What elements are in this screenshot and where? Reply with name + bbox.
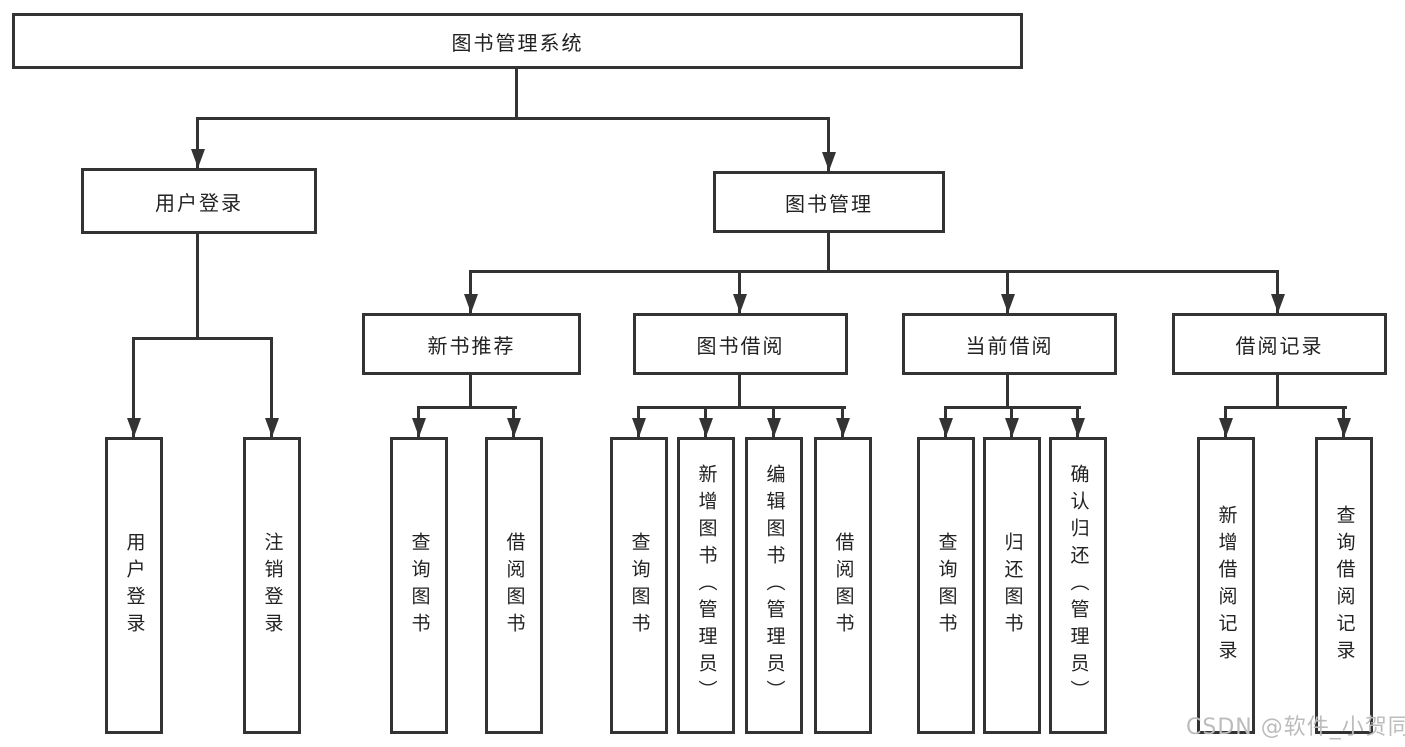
- arrow-down-icon: [827, 117, 830, 171]
- leaf-confirm-return-admin: 确认归还（管理员）: [1049, 437, 1107, 734]
- node-label: 借阅图书: [503, 531, 526, 640]
- node-label: 确认归还（管理员）: [1067, 464, 1090, 707]
- leaf-add-borrow-record: 新增借阅记录: [1197, 437, 1255, 734]
- arrow-down-icon: [1276, 270, 1279, 313]
- node-book-management: 图书管理: [713, 171, 945, 233]
- connector-line: [827, 233, 830, 270]
- leaf-query-books-recommend: 查询图书: [390, 437, 448, 734]
- leaf-logout: 注销登录: [243, 437, 301, 734]
- node-library-system: 图书管理系统: [12, 13, 1023, 69]
- node-label: 注销登录: [261, 531, 284, 640]
- arrow-down-icon: [1224, 406, 1227, 437]
- arrow-down-icon: [196, 117, 199, 168]
- arrow-down-icon: [841, 406, 844, 437]
- arrow-down-icon: [132, 337, 135, 437]
- node-label: 借阅图书: [832, 531, 855, 640]
- node-label: 新书推荐: [427, 333, 516, 358]
- arrow-down-icon: [637, 406, 640, 437]
- connector-line: [469, 270, 1279, 273]
- connector-line: [132, 337, 273, 340]
- node-label: 图书管理: [785, 191, 873, 216]
- leaf-user-login: 用户登录: [105, 437, 163, 734]
- node-user-login: 用户登录: [81, 168, 317, 234]
- leaf-edit-book-admin: 编辑图书（管理员）: [745, 437, 803, 734]
- connector-line: [469, 375, 472, 406]
- node-current-borrow: 当前借阅: [902, 313, 1117, 375]
- node-new-book-recommend: 新书推荐: [362, 313, 581, 375]
- csdn-watermark: CSDN @软件_小贺同学: [1186, 715, 1405, 740]
- leaf-query-borrow-record: 查询借阅记录: [1315, 437, 1373, 734]
- connector-line: [637, 406, 846, 409]
- connector-line: [1276, 375, 1279, 406]
- arrow-down-icon: [704, 406, 707, 437]
- node-label: 新增借阅记录: [1215, 504, 1238, 667]
- leaf-borrow-books: 借阅图书: [814, 437, 872, 734]
- arrow-down-icon: [512, 406, 515, 437]
- connector-line: [738, 375, 741, 406]
- node-label: 借阅记录: [1235, 333, 1324, 358]
- node-book-borrow: 图书借阅: [633, 313, 848, 375]
- node-label: 图书借阅: [696, 333, 785, 358]
- arrow-down-icon: [1006, 270, 1009, 313]
- arrow-down-icon: [469, 270, 472, 313]
- leaf-add-book-admin: 新增图书（管理员）: [677, 437, 735, 734]
- leaf-borrow-books-recommend: 借阅图书: [485, 437, 543, 734]
- connector-line: [196, 117, 830, 120]
- arrow-down-icon: [1076, 406, 1079, 437]
- node-label: 当前借阅: [965, 333, 1054, 358]
- leaf-query-books-borrow: 查询图书: [610, 437, 668, 734]
- arrow-down-icon: [1010, 406, 1013, 437]
- node-label: 归还图书: [1001, 531, 1024, 640]
- arrow-down-icon: [738, 270, 741, 313]
- connector-line: [515, 69, 518, 117]
- node-label: 查询图书: [408, 531, 431, 640]
- node-borrow-records: 借阅记录: [1172, 313, 1387, 375]
- node-label: 新增图书（管理员）: [695, 464, 718, 707]
- arrow-down-icon: [417, 406, 420, 437]
- node-label: 查询图书: [935, 531, 958, 640]
- leaf-query-books-current: 查询图书: [917, 437, 975, 734]
- leaf-return-book: 归还图书: [983, 437, 1041, 734]
- arrow-down-icon: [1342, 406, 1345, 437]
- node-label: 图书管理系统: [451, 30, 584, 55]
- node-label: 查询图书: [628, 531, 651, 640]
- arrow-down-icon: [270, 337, 273, 437]
- arrow-down-icon: [772, 406, 775, 437]
- node-label: 编辑图书（管理员）: [763, 464, 786, 707]
- connector-line: [417, 406, 517, 409]
- node-label: 用户登录: [123, 531, 146, 640]
- node-label: 查询借阅记录: [1333, 504, 1356, 667]
- connector-line: [196, 234, 199, 337]
- arrow-down-icon: [944, 406, 947, 437]
- node-label: 用户登录: [155, 190, 243, 215]
- connector-line: [1224, 406, 1347, 409]
- connector-line: [1006, 375, 1009, 406]
